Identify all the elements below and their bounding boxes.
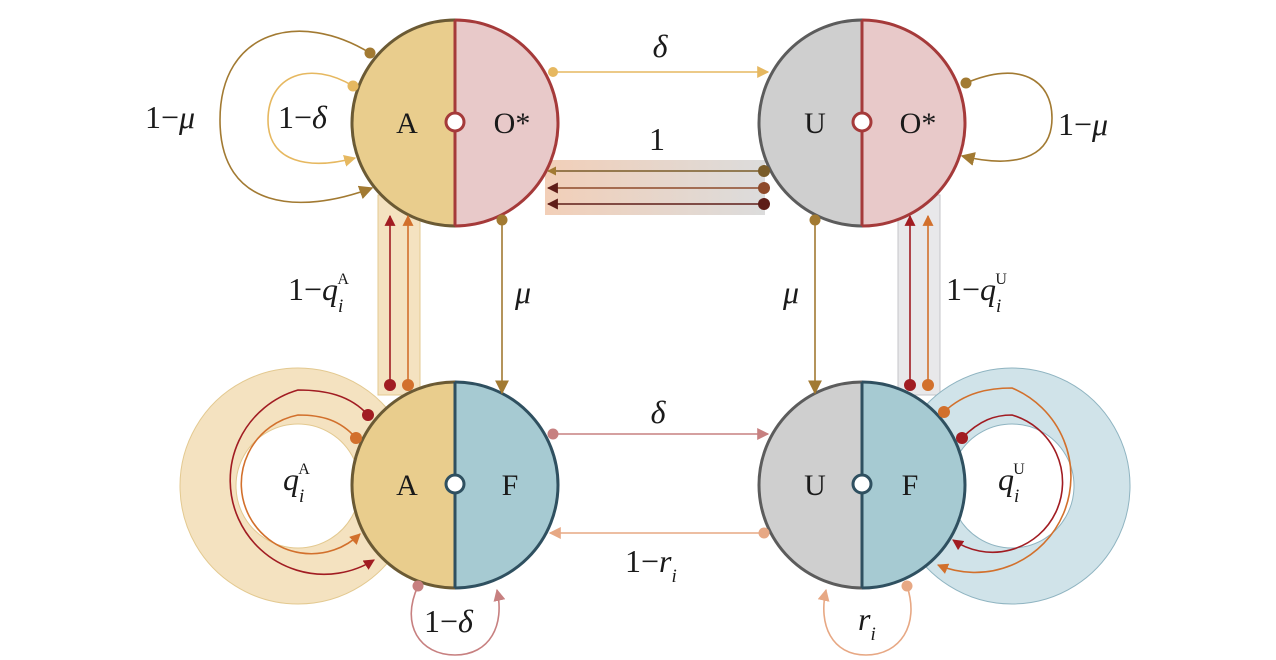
node-top-right: U O* — [757, 18, 967, 228]
label-top-one: 1 — [649, 121, 665, 157]
node-right-label: F — [902, 469, 919, 502]
loop-bottom-left-self — [410, 580, 506, 656]
edge-left-vertical — [384, 214, 414, 391]
node-center-dot — [851, 473, 873, 495]
node-left-label: A — [396, 107, 418, 140]
label-left-mu: μ — [514, 274, 531, 310]
edge-left-mu — [495, 214, 509, 395]
node-half-right — [862, 20, 965, 226]
node-left-label: U — [804, 469, 826, 502]
node-half-right — [862, 382, 965, 588]
edge-bottom-return — [548, 527, 770, 539]
label-top-left-inner: 1−δ — [278, 99, 328, 135]
node-half-right — [455, 382, 558, 588]
node-center-dot — [851, 111, 873, 133]
left-vertical-band — [377, 194, 421, 396]
node-left-label: A — [396, 469, 418, 502]
label-top-left-outer: 1−μ — [145, 99, 195, 135]
label-bottom-left-self: 1−δ — [424, 603, 474, 639]
label-bottom-return: 1−ri — [625, 543, 677, 587]
node-center-dot — [444, 473, 466, 495]
node-right-label: O* — [494, 107, 531, 140]
node-half-left — [352, 382, 455, 588]
edge-top-delta — [548, 66, 770, 78]
node-half-left — [759, 20, 862, 226]
node-bottom-right: U F — [757, 380, 967, 590]
label-right-vertical: 1−qiU — [946, 271, 1007, 317]
label-top-delta: δ — [653, 28, 669, 64]
loop-bottom-right-ring — [936, 387, 1072, 574]
label-top-right-loop: 1−μ — [1058, 106, 1108, 142]
label-right-mu: μ — [782, 274, 799, 310]
label-bottom-left-loop: qiA — [283, 461, 310, 507]
node-bottom-left: A F — [350, 380, 560, 590]
node-left-label: U — [804, 107, 826, 140]
node-half-left — [352, 20, 455, 226]
label-bottom-right-self: ri — [858, 601, 876, 645]
loop-bottom-right-self — [817, 580, 913, 656]
node-right-label: O* — [900, 107, 937, 140]
node-top-left: A O* — [350, 18, 560, 228]
loop-top-right — [960, 72, 1053, 166]
node-half-right — [455, 20, 558, 226]
edge-right-mu — [808, 214, 822, 395]
node-half-left — [759, 382, 862, 588]
loop-top-left-inner — [267, 72, 359, 167]
label-bottom-delta: δ — [651, 394, 667, 430]
node-center-dot — [444, 111, 466, 133]
loop-bottom-left-ring — [229, 389, 375, 576]
label-bottom-right-loop: qiU — [998, 461, 1025, 507]
label-left-vertical: 1−qiA — [288, 271, 349, 317]
edge-top-return — [546, 165, 770, 210]
loop-top-left-outer — [219, 30, 376, 204]
node-right-label: F — [502, 469, 519, 502]
right-vertical-band — [897, 194, 941, 396]
edge-bottom-delta — [547, 428, 770, 440]
edge-right-vertical — [904, 214, 934, 391]
